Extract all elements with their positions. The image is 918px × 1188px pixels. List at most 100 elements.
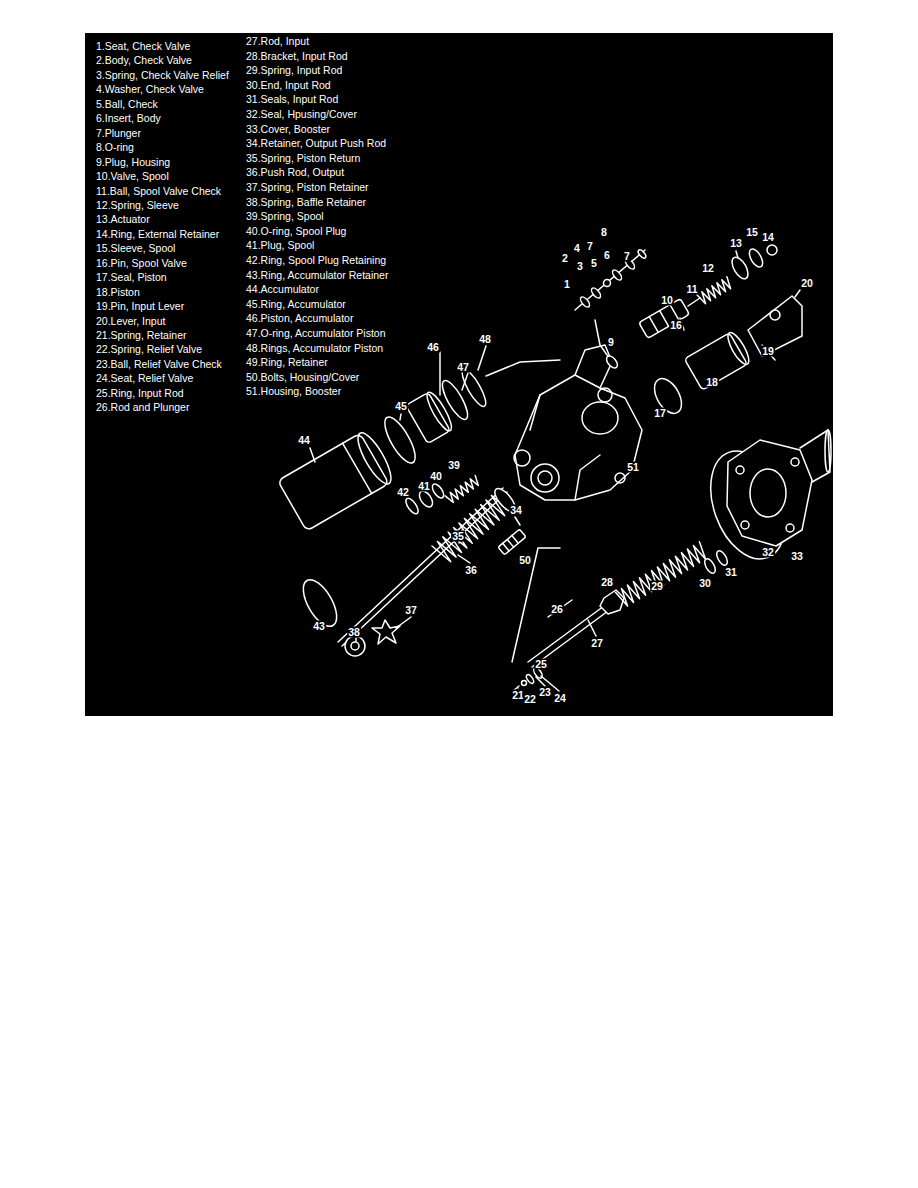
part-legend-entry: 49.Ring, Retainer [246,356,328,369]
part-legend-entry: 48.Rings, Accumulator Piston [246,342,383,355]
part-legend-entry: 39.Spring, Spool [246,210,324,223]
part-legend-entry: 27.Rod, Input [246,35,309,48]
part-legend-entry: 43.Ring, Accumulator Retainer [246,269,388,282]
part-legend-entry: 3.Spring, Check Valve Relief [96,69,229,82]
callout-number: 41 [417,481,431,492]
callout-number: 33 [790,551,804,562]
part-legend-entry: 29.Spring, Input Rod [246,64,342,77]
input-rod-assembly [512,542,729,691]
callout-number: 51 [626,462,640,473]
callout-number: 4 [573,243,581,254]
part-legend-entry: 2.Body, Check Valve [96,54,192,67]
callout-number: 32 [761,547,775,558]
callout-number: 34 [509,505,523,516]
callout-number: 9 [607,337,615,348]
callout-number: 5 [590,258,598,269]
part-legend-entry: 44.Accumulator [246,283,319,296]
part-legend-entry: 17.Seal, Piston [96,271,167,284]
part-legend-entry: 8.O-ring [96,141,134,154]
part-legend-entry: 5.Ball, Check [96,98,158,111]
callout-number: 13 [729,238,743,249]
callout-number: 23 [538,687,552,698]
callout-number: 28 [600,577,614,588]
booster-housing [514,345,642,500]
callout-number: 3 [576,261,584,272]
callout-number: 17 [653,408,667,419]
part-legend-entry: 32.Seal, Hpusing/Cover [246,108,357,121]
callout-number: 12 [701,263,715,274]
check-valve-parts [575,249,647,370]
spool-plug-parts [404,475,526,554]
part-legend-entry: 9.Plug, Housing [96,156,170,169]
callout-number: 7 [586,241,594,252]
callout-number: 19 [761,346,775,357]
part-legend-entry: 37.Spring, Piston Retainer [246,181,369,194]
part-legend-entry: 16.Pin, Spool Valve [96,257,187,270]
part-legend-entry: 38.Spring, Baffle Retainer [246,196,366,209]
piston-and-lever [649,290,802,418]
callout-number: 37 [404,605,418,616]
callout-number: 15 [745,227,759,238]
callout-number: 11 [685,284,698,295]
part-legend-entry: 28.Bracket, Input Rod [246,50,348,63]
callout-number: 31 [724,567,738,578]
callout-number: 45 [394,401,408,412]
callout-number: 8 [600,227,608,238]
output-push-rod [338,485,519,656]
callout-number: 6 [603,250,611,261]
callout-number: 16 [669,320,683,331]
part-legend-entry: 41.Plug, Spool [246,239,314,252]
callout-number: 1 [563,279,571,290]
part-legend-entry: 34.Retainer, Output Push Rod [246,137,386,150]
part-legend-entry: 14.Ring, External Retainer [96,228,219,241]
callout-number: 43 [312,621,326,632]
part-legend-entry: 25.Ring, Input Rod [96,387,184,400]
callout-number: 29 [650,581,664,592]
part-legend-entry: 46.Piston, Accumulator [246,312,353,325]
part-legend-entry: 22.Spring, Relief Valve [96,343,202,356]
part-legend-entry: 24.Seat, Relief Valve [96,372,193,385]
part-legend-entry: 13.Actuator [96,213,150,226]
callout-number: 22 [523,694,537,705]
callout-number: 26 [550,604,564,615]
dark-panel [85,33,833,716]
callout-number: 14 [761,232,775,243]
part-legend-entry: 30.End, Input Rod [246,79,331,92]
part-legend-entry: 35.Spring, Piston Return [246,152,360,165]
part-legend-entry: 20.Lever, Input [96,315,165,328]
callout-number: 35 [451,531,465,542]
part-legend-entry: 36.Push Rod, Output [246,166,344,179]
part-legend-entry: 51.Housing, Booster [246,385,341,398]
callout-number: 10 [660,295,674,306]
part-legend-entry: 6.Insert, Body [96,112,161,125]
callout-number: 42 [396,487,410,498]
callout-number: 7 [623,251,631,262]
callout-number: 48 [478,334,492,345]
part-legend-entry: 26.Rod and Plunger [96,401,189,414]
callout-number: 25 [534,659,548,670]
part-legend-entry: 12.Spring, Sleeve [96,199,179,212]
part-legend-entry: 18.Piston [96,286,140,299]
callout-number: 44 [297,435,311,446]
part-legend-entry: 50.Bolts, Housing/Cover [246,371,359,384]
part-legend-entry: 19.Pin, Input Lever [96,300,184,313]
callout-number: 38 [347,627,361,638]
part-legend-entry: 40.O-ring, Spool Plug [246,225,346,238]
callout-number: 30 [698,578,712,589]
callout-number: 46 [426,342,440,353]
callout-number: 40 [429,471,443,482]
part-legend-entry: 31.Seals, Input Rod [246,93,338,106]
part-legend-entry: 10.Valve, Spool [96,170,169,183]
callout-number: 50 [518,555,532,566]
part-legend-entry: 4.Washer, Check Valve [96,83,204,96]
callout-number: 20 [800,278,814,289]
callout-number: 47 [456,362,470,373]
part-legend-entry: 47.O-ring, Accumulator Piston [246,327,385,340]
part-legend-entry: 7.Plunger [96,127,141,140]
booster-cover [697,430,831,569]
part-legend-entry: 11.Ball, Spool Valve Check [96,185,221,198]
part-legend-entry: 21.Spring, Retainer [96,329,186,342]
part-legend-entry: 42.Ring, Spool Plug Retaining [246,254,386,267]
